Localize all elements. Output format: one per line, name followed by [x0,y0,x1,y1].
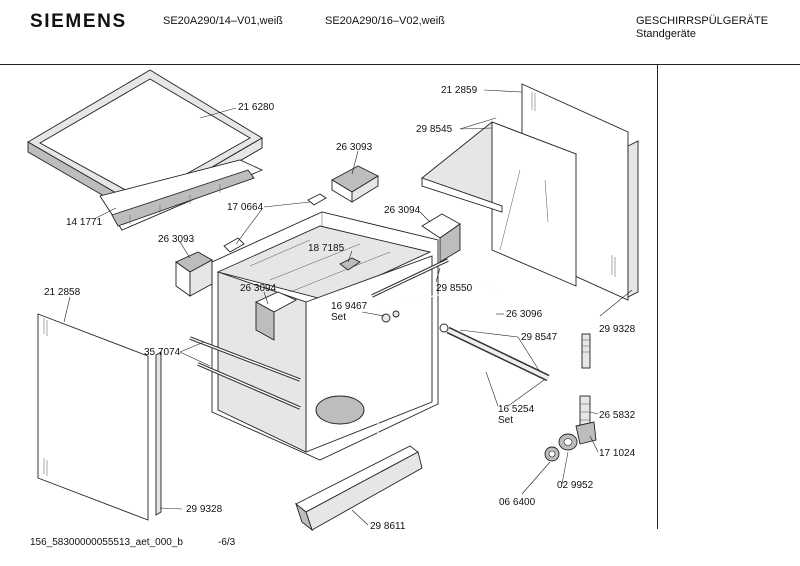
bracket-263094-right-part [421,213,461,263]
part-label-263094-right: 26 3094 [384,205,421,216]
footer-doc-id: 156_58300000055513_aet_000_b [30,537,183,548]
insulation-mat-part [421,121,577,287]
part-label-187185: 18 7185 [308,243,345,254]
header-divider [0,64,800,65]
part-label-212858: 21 2858 [44,287,81,298]
top-rail-part [371,258,449,298]
right-edge-strip-part [627,140,639,298]
part-label-216280: 21 6280 [238,102,275,113]
side-divider [657,64,658,529]
part-label-298545: 29 8545 [416,124,453,135]
part-label-169467: 16 9467 [331,301,368,312]
plinth-part [295,445,423,532]
side-rails-part [189,336,301,410]
part-label-165254: 16 5254 [498,404,535,415]
category-title: GESCHIRRSPÜLGERÄTE [636,15,769,27]
leader-lines [63,89,633,526]
left-edge-strip-part [155,351,162,516]
part-label-029952: 02 9952 [557,480,594,491]
washer-066400-part [544,446,560,462]
part-label-299328-right: 29 9328 [599,324,636,335]
part-label-265832: 26 5832 [599,410,636,421]
part-label-141771: 14 1771 [66,217,103,228]
part-label-263096: 26 3096 [506,309,543,320]
bracket-263093-left-part [175,251,213,297]
part-label-263094-left: 26 3094 [240,283,277,294]
tub-body-part [211,211,439,461]
part-label-298611: 29 8611 [370,521,406,532]
worktop-frame-part [99,159,264,231]
clip-170664-part [223,193,327,253]
angle-connector-171024-part [575,421,597,445]
bracket-263093-top-part [331,165,379,203]
part-label-299328-left: 29 9328 [186,504,223,515]
part-label-357074: 35 7074 [144,347,181,358]
part-label-298550: 29 8550 [436,283,473,294]
part-label-263093-left: 26 3093 [158,234,195,245]
footer-page-number: -6/3 [218,537,236,548]
part-label-212859: 21 2859 [441,85,478,96]
part-label-298547: 29 8547 [521,332,558,343]
model-number-1: SE20A290/14–V01,weiß [163,15,283,27]
bracket-263094-left-part [255,291,298,341]
part-label-set-1: Set [331,312,346,323]
part-label-066400: 06 6400 [499,497,536,508]
brand-logo: SIEMENS [30,11,127,32]
seal-ring-029952-part [558,433,578,451]
inlet-hose-265832-part [579,333,591,429]
subcategory-title: Standgeräte [636,28,696,40]
hose-part [439,323,550,382]
left-side-panel-part [37,313,149,521]
part-label-263093-top: 26 3093 [336,142,373,153]
cable-holder-187185-part [339,257,361,271]
part-label-set-2: Set [498,415,513,426]
part-label-171024: 17 1024 [599,448,636,459]
part-label-170664: 17 0664 [227,202,264,213]
model-number-2: SE20A290/16–V02,weiß [325,15,445,27]
